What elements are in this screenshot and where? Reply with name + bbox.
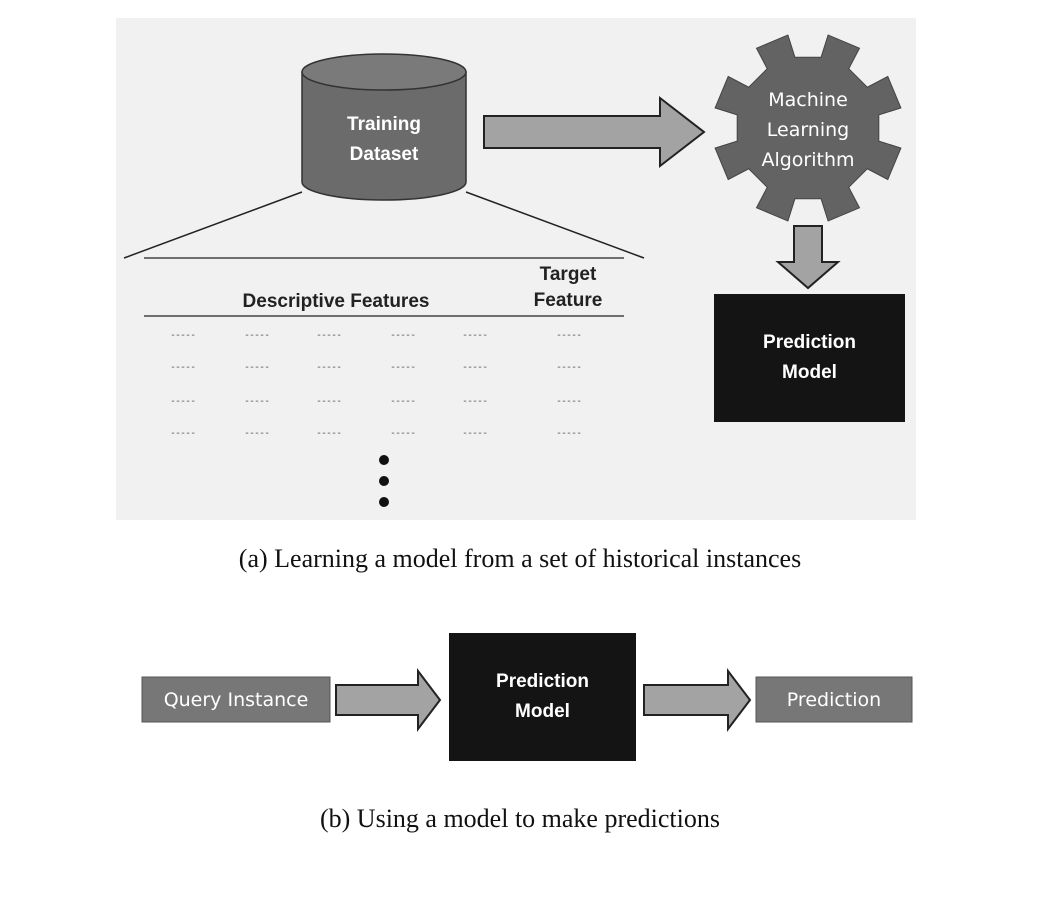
arrow-model-to-prediction [643, 668, 752, 732]
prediction-model-box-b [449, 633, 636, 761]
table-cell: ----- [316, 396, 342, 407]
table-cell: ----- [462, 362, 488, 373]
table-cell: ----- [556, 362, 582, 373]
table-cell: ----- [462, 428, 488, 439]
table-cell: ----- [556, 330, 582, 341]
ellipsis-dot [379, 476, 389, 486]
ellipsis-dot [379, 455, 389, 465]
table-cell: ----- [244, 396, 270, 407]
arrow-query-to-model [335, 668, 442, 732]
gear-icon [714, 34, 902, 222]
ellipsis-dot [379, 497, 389, 507]
query-instance-label: Query Instance [163, 688, 309, 711]
table-cell: ----- [316, 330, 342, 341]
prediction-label: Prediction [786, 688, 882, 711]
table-cell: ----- [462, 330, 488, 341]
training-dataset-cylinder [301, 53, 467, 201]
prediction-model-label-a: Prediction Model [763, 332, 856, 383]
arrow-dataset-to-algorithm [483, 95, 706, 169]
table-cell: ----- [244, 428, 270, 439]
table-cell: ----- [556, 396, 582, 407]
projection-line-left [123, 191, 303, 259]
table-cell: ----- [316, 428, 342, 439]
table-cell: ----- [556, 428, 582, 439]
table-cell: ----- [244, 362, 270, 373]
target-feature-header: Target Feature [533, 264, 603, 311]
descriptive-features-header: Descriptive Features [242, 291, 430, 312]
prediction-box [755, 676, 913, 723]
table-cell: ----- [462, 396, 488, 407]
prediction-model-label-b: Prediction Model [496, 671, 589, 722]
table-cell: ----- [170, 362, 196, 373]
table-cell: ----- [390, 428, 416, 439]
table-cell: ----- [316, 362, 342, 373]
training-dataset-label: Training Dataset [347, 114, 421, 165]
table-cell: ----- [170, 428, 196, 439]
table-cell: ----- [170, 396, 196, 407]
ml-algorithm-label: Machine Learning Algorithm [761, 89, 855, 171]
caption-b: (b) Using a model to make predictions [319, 804, 721, 833]
table-cell: ----- [244, 330, 270, 341]
projection-line-right [465, 191, 645, 259]
prediction-model-box-a [714, 294, 905, 422]
caption-a: (a) Learning a model from a set of histo… [238, 544, 802, 573]
query-instance-box [141, 676, 331, 723]
arrow-algorithm-to-model [775, 225, 841, 290]
table-cell: ----- [170, 330, 196, 341]
table-cell: ----- [390, 362, 416, 373]
table-cell: ----- [390, 396, 416, 407]
table-cell: ----- [390, 330, 416, 341]
